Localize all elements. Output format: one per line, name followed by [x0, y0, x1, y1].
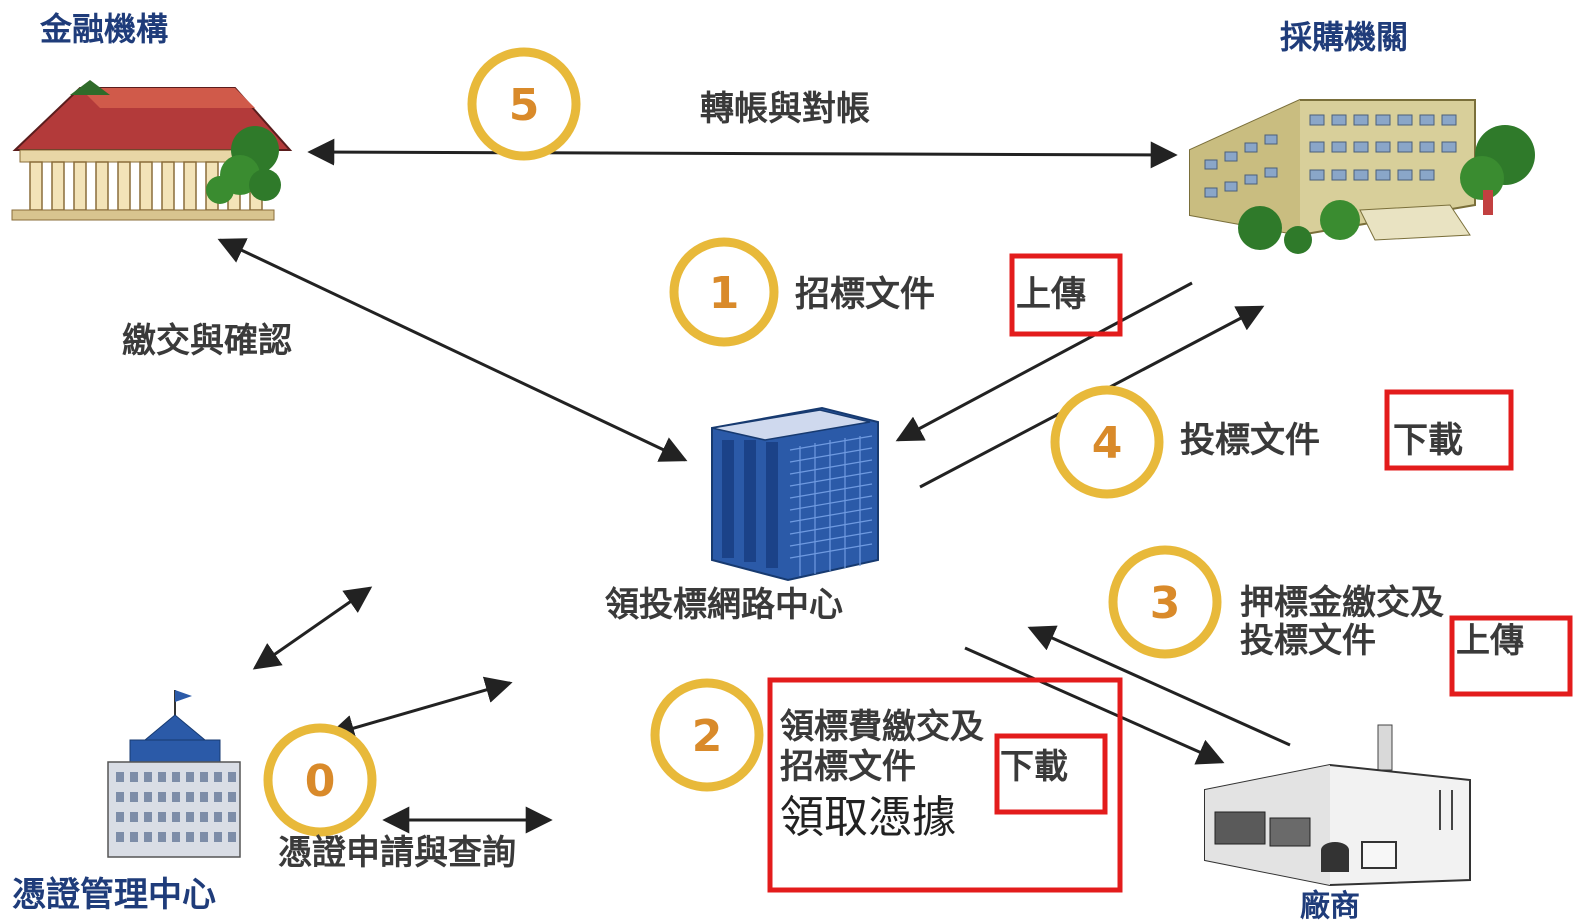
arrow-center-to-vendor: [964, 646, 1225, 765]
highlight-box-upload-1: [1009, 253, 1123, 337]
flow-1-label-a: 招標文件: [795, 275, 935, 315]
badge-step-0-number: 0: [305, 756, 336, 807]
cert-center-building-icon: [107, 690, 241, 858]
node-label-cert-center: 憑證管理中心: [12, 875, 216, 915]
arrow-bank-center: [217, 238, 688, 462]
badge-step-2: 2: [650, 678, 764, 792]
badge-step-0: 0: [263, 723, 377, 837]
badge-step-3-number: 3: [1150, 578, 1181, 629]
flow-3-line1: 押標金繳交及: [1240, 583, 1444, 623]
node-label-procurement: 採購機關: [1280, 18, 1408, 56]
flow-4-label-a: 投標文件: [1180, 421, 1320, 461]
badge-step-5: 5: [467, 47, 581, 161]
badge-step-4: 4: [1050, 385, 1164, 499]
flow-0-label: 憑證申請與查詢: [278, 833, 516, 873]
flow-3-line2-a: 投標文件: [1240, 621, 1376, 661]
arrow-cert-center-upper: [252, 586, 373, 670]
node-label-center: 領投標網路中心: [605, 585, 843, 625]
flow-pay-confirm-label: 繳交與確認: [122, 321, 292, 361]
badge-step-3: 3: [1108, 545, 1222, 659]
flow-arrows: [217, 138, 1291, 834]
badge-step-4-number: 4: [1092, 418, 1123, 469]
node-label-bank: 金融機構: [39, 10, 168, 48]
highlight-box-upload-3: [1449, 615, 1573, 697]
badge-step-1: 1: [669, 237, 779, 347]
flow-5-label: 轉帳與對帳: [700, 89, 870, 129]
bank-building-icon: [11, 80, 293, 221]
procurement-building-icon: [1189, 99, 1535, 254]
arrow-vendor-to-center: [1027, 625, 1291, 747]
badge-step-5-number: 5: [509, 80, 540, 131]
flow-2-line2-b: 下載: [1000, 747, 1068, 787]
highlight-box-download-2: [994, 733, 1108, 815]
flow-4-label-b: 下載: [1393, 421, 1463, 461]
highlight-box-download-4: [1384, 389, 1514, 471]
arrow-cert-center-middle: [327, 676, 513, 742]
arrow-procurement-to-center: [895, 281, 1193, 442]
badge-step-1-number: 1: [709, 268, 740, 319]
arrow-bank-procurement: [307, 138, 1178, 169]
flow-2-line2-a: 招標文件: [780, 747, 916, 787]
flow-2-line1: 領標費繳交及: [780, 707, 984, 747]
network-center-building-icon: [711, 406, 879, 582]
node-label-vendor: 廠商: [1300, 889, 1360, 920]
badge-step-2-number: 2: [692, 711, 723, 762]
vendor-factory-icon: [1204, 724, 1471, 887]
highlight-box-step-2: [767, 677, 1123, 893]
flow-1-label-b: 上傳: [1016, 275, 1086, 315]
flow-2-line3: 領取憑據: [780, 792, 956, 843]
flow-3-line2-b: 上傳: [1456, 621, 1524, 661]
